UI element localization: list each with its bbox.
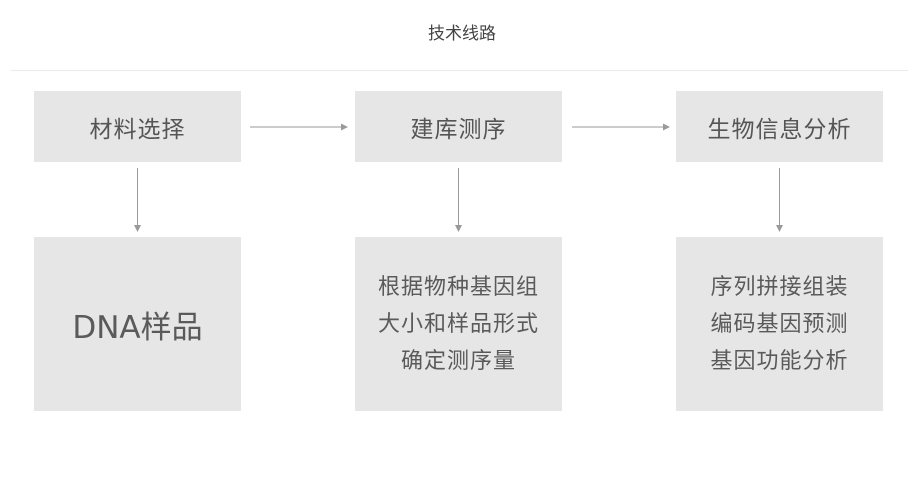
step-label: 建库测序	[410, 116, 507, 143]
title-divider	[10, 70, 908, 71]
diagram-title: 技术线路	[428, 24, 496, 44]
arrow-head-down-2	[455, 225, 462, 232]
detail-line: DNA样品	[72, 309, 203, 346]
arrow-head-down-1	[134, 225, 141, 232]
detail-box-bioinformatics-analysis: 序列拼接组装 编码基因预测 基因功能分析	[676, 237, 883, 411]
detail-line: 编码基因预测	[710, 311, 849, 337]
detail-line: 大小和样品形式	[377, 311, 539, 337]
detail-lines: 序列拼接组装 编码基因预测 基因功能分析	[710, 269, 848, 380]
arrow-head-down-3	[776, 225, 783, 232]
step-label: 生物信息分析	[707, 116, 852, 143]
step-label: 材料选择	[89, 116, 186, 143]
arrow-head-right-2	[663, 123, 670, 131]
detail-lines: 根据物种基因组 大小和样品形式 确定测序量	[378, 269, 539, 380]
detail-line: 序列拼接组装	[710, 274, 849, 300]
step-box-bioinformatics-analysis: 生物信息分析	[676, 91, 883, 162]
detail-box-library-sequencing: 根据物种基因组 大小和样品形式 确定测序量	[355, 237, 562, 411]
detail-line: 基因功能分析	[710, 348, 849, 374]
detail-line: 确定测序量	[400, 348, 516, 374]
step-box-library-sequencing: 建库测序	[355, 91, 562, 162]
step-box-material-selection: 材料选择	[34, 91, 241, 162]
detail-box-material-selection: DNA样品	[34, 237, 241, 411]
arrow-head-right-1	[341, 123, 348, 131]
detail-line: 根据物种基因组	[377, 274, 539, 300]
